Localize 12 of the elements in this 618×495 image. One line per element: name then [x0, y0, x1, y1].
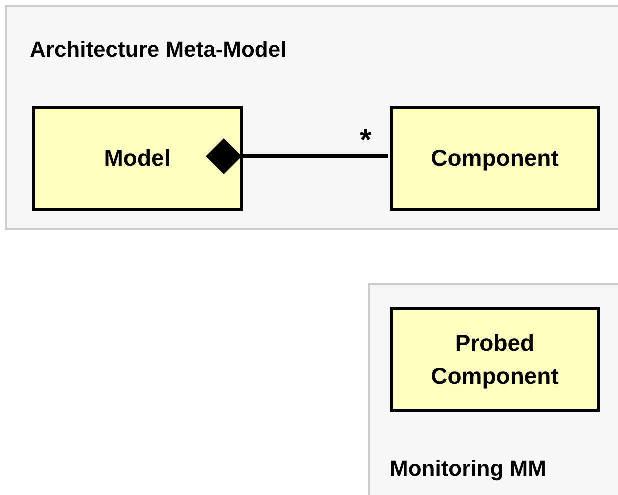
class-box — [390, 106, 600, 211]
package-panel — [368, 283, 618, 495]
multiplicity-label: * — [360, 126, 372, 156]
package-title: Architecture Meta-Model — [30, 39, 287, 61]
package-panel — [5, 5, 618, 230]
class-box — [390, 307, 600, 412]
class-box — [32, 106, 243, 211]
composition-line — [206, 138, 388, 174]
class-name: Model — [103, 144, 172, 174]
class-name: Component — [430, 144, 560, 174]
package-title: Monitoring MM — [390, 458, 546, 480]
class-name: Probed Component — [430, 329, 560, 391]
